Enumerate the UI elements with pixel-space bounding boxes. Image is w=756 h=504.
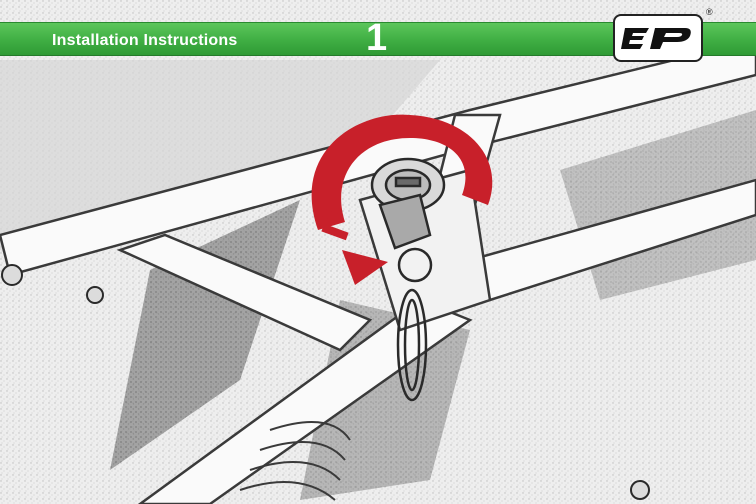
bolt-mid (86, 286, 104, 304)
shock-spring (239, 421, 351, 501)
ep-logo-icon (621, 28, 691, 49)
brand-logo (613, 14, 703, 62)
key (378, 193, 433, 402)
step-number: 1 (366, 17, 388, 59)
frame-tube-lower (137, 298, 473, 504)
turn-arrow (311, 114, 493, 285)
registered-mark: ® (706, 7, 713, 17)
bolt-lower (630, 480, 650, 500)
page-title: Installation Instructions (52, 32, 238, 49)
bolt-left (1, 264, 23, 286)
frame-tube-diagonal-left (116, 233, 373, 352)
